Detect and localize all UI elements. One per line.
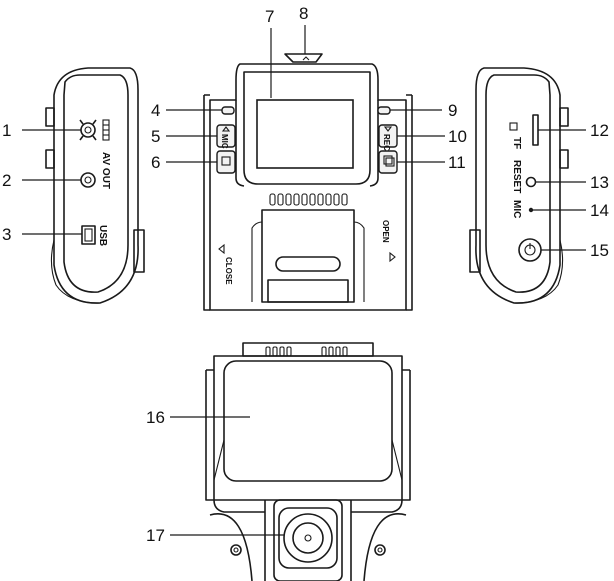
callout-8: 8 [299, 4, 308, 23]
front-screen-view: MIC REC CLOSE OPEN [203, 53, 413, 311]
callout-1: 1 [2, 121, 11, 140]
close-label: CLOSE [224, 257, 233, 285]
callout-9: 9 [448, 101, 457, 120]
callout-numbers: 1 2 3 4 5 6 7 8 9 10 11 12 13 14 15 16 1… [2, 4, 609, 545]
mic-button-label: MIC [220, 134, 229, 149]
callout-12: 12 [590, 121, 609, 140]
callout-14: 14 [590, 201, 609, 220]
av-out-label: AV OUT [100, 152, 111, 189]
callout-5: 5 [151, 127, 160, 146]
callout-11: 11 [448, 153, 466, 172]
reset-label: RESET [511, 160, 522, 193]
callout-13: 13 [590, 173, 609, 192]
mic-label: MIC [511, 200, 522, 218]
right-side-view: TF RESET MIC [469, 67, 569, 304]
callout-6: 6 [151, 153, 160, 172]
callout-16: 16 [146, 408, 165, 427]
callout-4: 4 [151, 101, 160, 120]
tf-label: TF [511, 137, 522, 149]
callout-3: 3 [2, 225, 11, 244]
usb-label: USB [97, 225, 108, 246]
open-label: OPEN [381, 220, 390, 243]
vent-slots [269, 193, 348, 206]
callout-10: 10 [448, 127, 467, 146]
callout-7: 7 [265, 7, 274, 26]
callout-15: 15 [590, 241, 609, 260]
back-view [205, 342, 411, 581]
callout-2: 2 [2, 171, 11, 190]
back-vent-slots [265, 346, 348, 357]
callout-17: 17 [146, 526, 165, 545]
rec-button-label: REC [382, 134, 391, 151]
leader-lines [22, 25, 586, 536]
left-side-view: AV OUT USB [45, 67, 145, 304]
